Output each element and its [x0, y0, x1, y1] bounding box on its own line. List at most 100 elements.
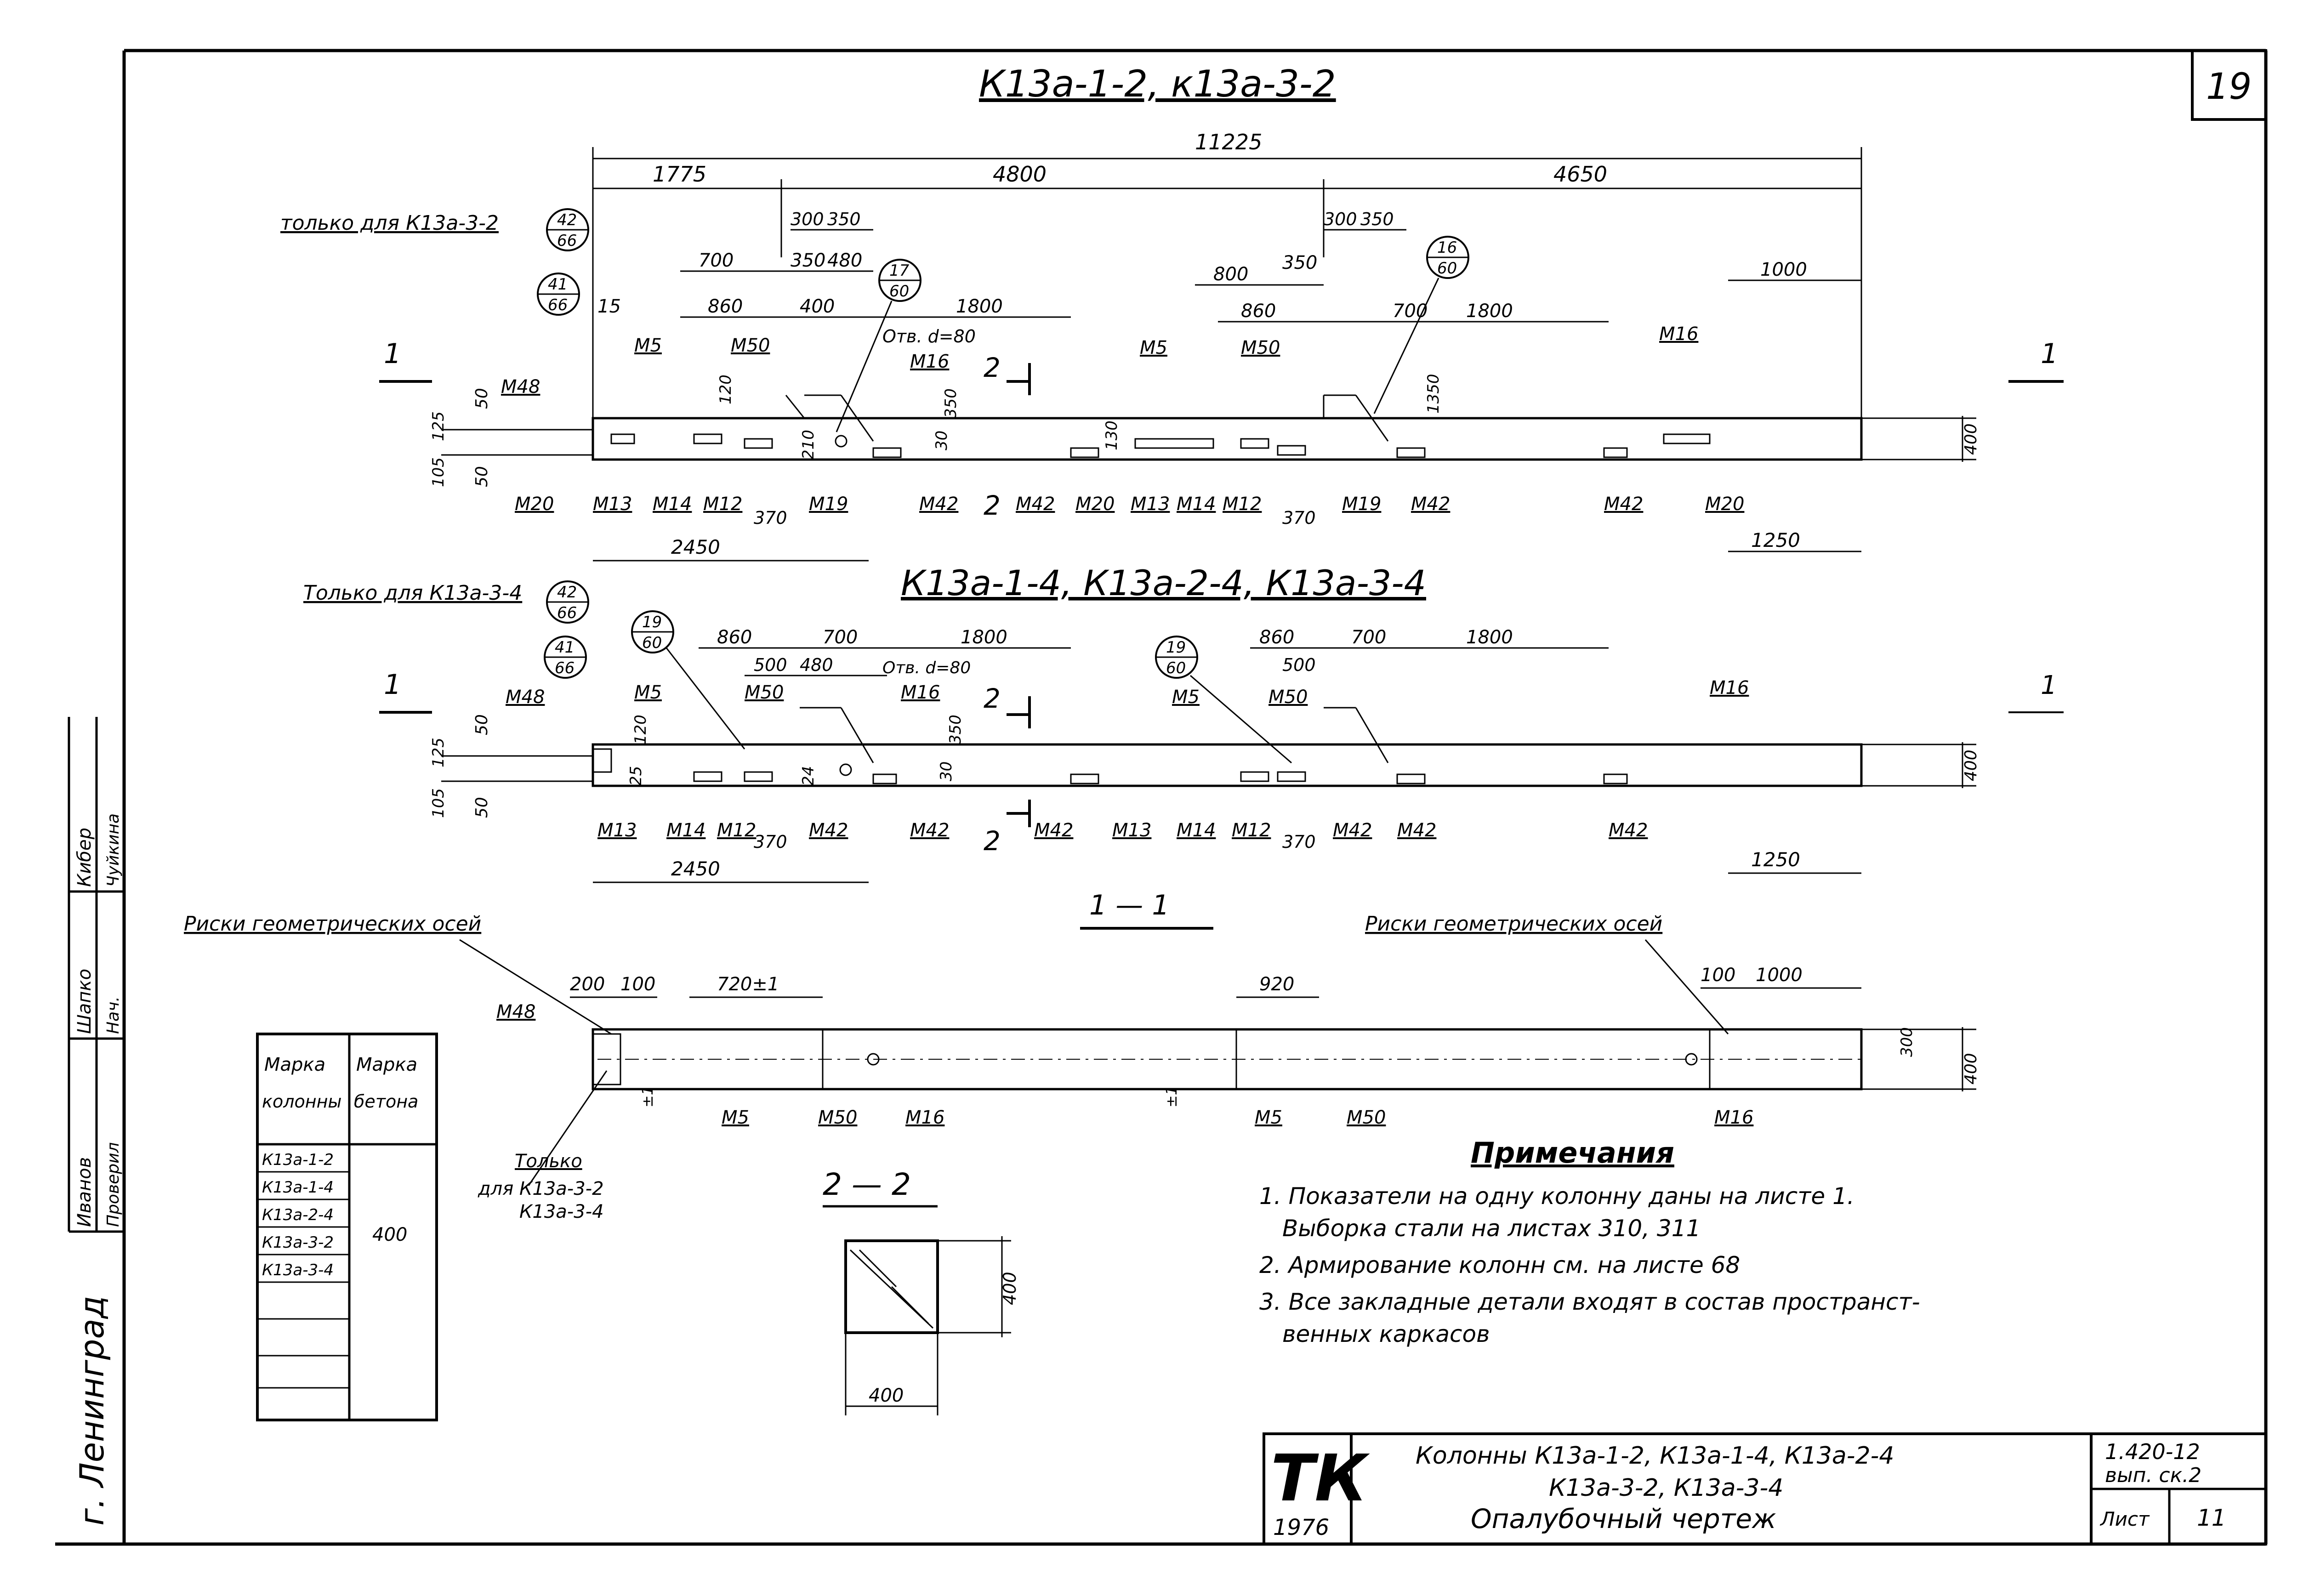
mark-label: М42: [919, 494, 958, 515]
mark-label: М50: [1347, 1107, 1386, 1128]
dim-label: 1800: [961, 627, 1007, 648]
side-stamp-cell: Кибер: [74, 828, 95, 887]
mark-label: М50: [1268, 687, 1308, 708]
mark-label: М42: [1609, 820, 1648, 841]
mark-label: М14: [1177, 494, 1216, 515]
dim-label: 105: [429, 457, 448, 487]
sheet-frame: 19: [55, 49, 2268, 1546]
mark-label: М42: [1604, 494, 1643, 515]
side-stamp-cell: Проверил: [104, 1142, 123, 1227]
mark-label: М13: [1131, 494, 1170, 515]
mark-label: М16: [901, 682, 940, 703]
bubble-top: 16: [1437, 239, 1457, 257]
dim-label: 720±1: [717, 974, 779, 995]
dim-label: 2450: [671, 858, 720, 880]
axes-label-left: Риски геометрических осей: [184, 912, 481, 936]
dim-label: 920: [1259, 974, 1294, 995]
dim-label: 860: [1259, 627, 1294, 648]
dim-label: ±1: [1163, 1086, 1180, 1108]
table-cell: К13а-2-4: [262, 1206, 334, 1224]
side-stamp-cell: Шапко: [74, 969, 95, 1034]
mark-label: М48: [496, 1001, 535, 1022]
bubble: 41 66: [544, 636, 587, 679]
note-line: Выборка стали на листах 310, 311: [1282, 1215, 1701, 1242]
stamp-year: 1976: [1273, 1515, 1329, 1540]
org-logo: ТК: [1271, 1441, 1370, 1516]
dim-label: 350: [791, 250, 825, 271]
section-plan-title: 1 — 1: [1089, 889, 1170, 921]
dim-label: 1350: [1424, 374, 1443, 414]
mark-label: М14: [653, 494, 692, 515]
mark-label: М5: [634, 682, 662, 703]
bubble: 19 60: [1155, 636, 1198, 679]
dim-label: 370: [1282, 508, 1316, 528]
table-header: колонны: [262, 1091, 341, 1112]
bubble: 42 66: [546, 580, 589, 624]
only-note: К13а-3-4: [519, 1201, 604, 1222]
bubble: 16 60: [1426, 236, 1469, 279]
bubble: 17 60: [878, 259, 921, 302]
bubble-bot: 60: [1437, 259, 1457, 278]
dim-label: 4650: [1553, 162, 1607, 187]
mark-label: М19: [809, 494, 848, 515]
dim-label: 350: [827, 209, 861, 229]
mark-label: М42: [1016, 494, 1055, 515]
dim-label: 125: [429, 738, 448, 767]
hole-label: Отв. d=80: [882, 659, 971, 677]
dim-label: 400: [800, 296, 835, 317]
dim-label: 4800: [993, 162, 1047, 187]
dim-label: 700: [1351, 627, 1386, 648]
dim-label: 100: [620, 974, 655, 995]
note-only-top: только для К13а-3-2: [280, 211, 499, 235]
only-note: Только: [515, 1151, 582, 1172]
mark-label: М12: [1232, 820, 1271, 841]
table-cell: 400: [372, 1224, 407, 1245]
dim-label: 350: [942, 388, 960, 418]
section-mark: 2: [984, 352, 1001, 383]
mark-label: М50: [818, 1107, 857, 1128]
dim-label: 50: [472, 714, 491, 735]
bubble-bot: 66: [555, 659, 574, 677]
dim-label: 1000: [1756, 965, 1803, 986]
hole-label: Отв. d=80: [882, 326, 976, 346]
bubble-bot: 60: [1166, 659, 1186, 677]
note-line: 2. Армирование колонн см. на листе 68: [1259, 1252, 1740, 1278]
dim-label: 860: [1241, 301, 1276, 322]
mark-label: М42: [910, 820, 949, 841]
bubble: 19 60: [631, 610, 674, 653]
bubble-top: 41: [548, 275, 568, 294]
dim-label: 200: [570, 974, 605, 995]
mark-label: М50: [1241, 337, 1280, 358]
dim-label: 300: [1898, 1027, 1916, 1057]
title-block: ТК 1976 Колонны К13а-1-2, К13а-1-4, К13а…: [1263, 1432, 2267, 1545]
section-cut-title: 2 — 2: [823, 1167, 911, 1202]
dim-label: 130: [1103, 420, 1121, 450]
dim-label: 400: [1962, 750, 1980, 781]
dim-label: 300: [1324, 209, 1357, 229]
mark-label: М16: [910, 351, 949, 372]
dim-label: 350: [1360, 209, 1394, 229]
table-header: Марка: [356, 1054, 417, 1075]
bubble-bot: 60: [642, 634, 662, 652]
dim-label: 500: [754, 655, 787, 675]
dim-label: 15: [597, 296, 621, 317]
mark-label: М42: [1411, 494, 1450, 515]
dim-label: ±1: [639, 1086, 656, 1108]
side-stamp: Кибер Чуйкина Шапко Нач. Иванов Проверил…: [68, 717, 125, 1526]
dim-label: 500: [1282, 655, 1316, 675]
table-header: Марка: [264, 1054, 325, 1075]
dim-label: 400: [1962, 1053, 1980, 1085]
stamp-series: вып. ск.2: [2105, 1464, 2201, 1487]
dim-label: 480: [800, 655, 833, 675]
mark-label: М12: [1223, 494, 1262, 515]
dim-label: 120: [717, 375, 735, 404]
page-number: 19: [2206, 66, 2252, 108]
title-top: К13а-1-2, к13а-3-2: [979, 62, 1336, 105]
elevation-top: К13а-1-2, к13а-3-2 11225 1775 4800 4650 …: [280, 62, 2064, 562]
bubble: 41 66: [537, 273, 580, 316]
mark-label: М42: [1333, 820, 1372, 841]
dim-label: 480: [827, 250, 862, 271]
mark-label: М5: [1172, 687, 1200, 708]
dim-label: 1800: [956, 296, 1003, 317]
side-stamp-cell: Нач.: [104, 996, 123, 1034]
